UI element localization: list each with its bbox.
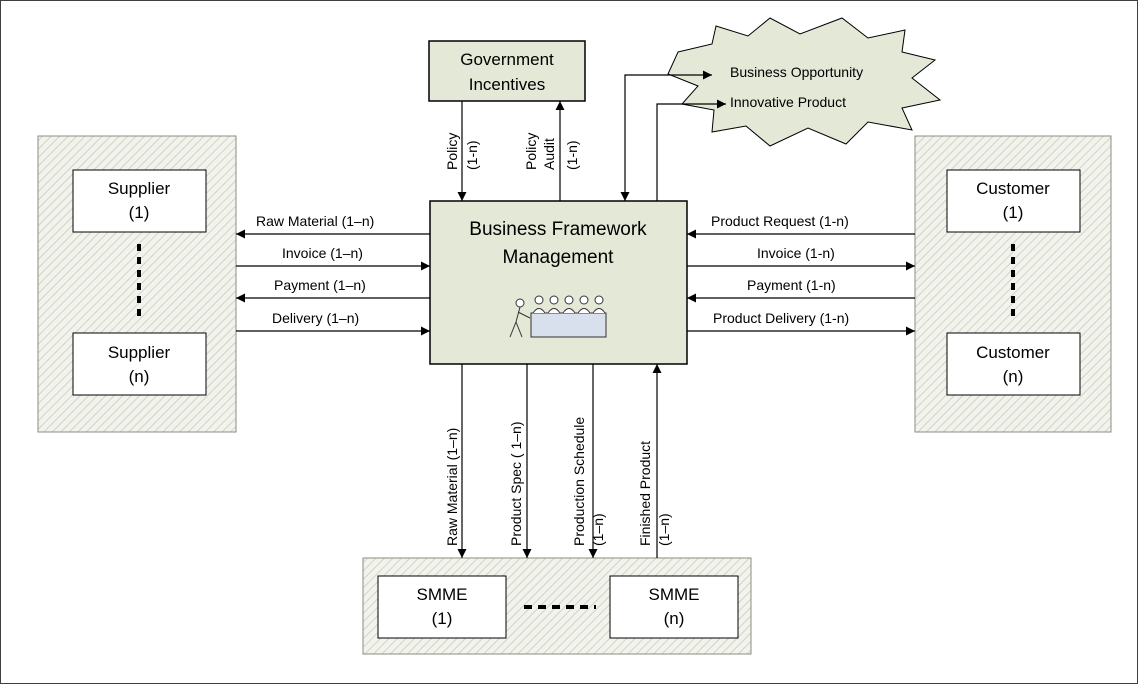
- supplier-n-label: Supplier: [108, 343, 171, 362]
- smme-finished-product-label: Finished Product: [637, 441, 653, 546]
- presenter-figure: [509, 298, 531, 338]
- supplier-raw-material-label: Raw Material (1–n): [256, 213, 374, 229]
- smme-n-index: (n): [664, 609, 685, 628]
- customer-n-label: Customer: [976, 343, 1050, 362]
- policy-cardinality-label: (1-n): [464, 140, 480, 170]
- supplier-n-box: Supplier (n): [72, 332, 207, 396]
- supplier-1-index: (1): [129, 203, 150, 222]
- policy-label: Policy: [444, 133, 460, 170]
- customer-n-box: Customer (n): [946, 332, 1081, 396]
- smme-n-label: SMME: [649, 585, 700, 604]
- supplier-1-label: Supplier: [108, 179, 171, 198]
- customer-n-index: (n): [1003, 367, 1024, 386]
- customer-invoice-label: Invoice (1-n): [757, 245, 835, 261]
- customer-product-request-label: Product Request (1-n): [711, 213, 849, 229]
- smme-production-schedule-label: Production Schedule: [571, 417, 587, 546]
- customer-1-index: (1): [1003, 203, 1024, 222]
- customer-product-delivery-label: Product Delivery (1-n): [713, 310, 849, 326]
- innovative-product-arrow: [656, 99, 726, 201]
- business-opportunity-arrow: [620, 70, 712, 201]
- government-incentives-line2: Incentives: [469, 75, 546, 94]
- smme-1-label: SMME: [417, 585, 468, 604]
- policy-audit-label-line1: Policy: [523, 133, 539, 170]
- business-framework-title-line2: Management: [503, 247, 615, 268]
- business-framework-management-box: Business Framework Management: [429, 200, 688, 365]
- smme-product-spec-label: Product Spec ( 1–n): [508, 421, 524, 546]
- smme-raw-material-label: Raw Material (1–n): [444, 428, 460, 546]
- supplier-payment-label: Payment (1–n): [274, 277, 366, 293]
- supplier-invoice-label: Invoice (1–n): [282, 245, 363, 261]
- business-opportunity-cloud: Business Opportunity Innovative Product: [667, 17, 942, 147]
- smme-production-schedule-cardinality: (1–n): [590, 513, 606, 546]
- government-incentives-line1: Government: [460, 50, 554, 69]
- team-meeting-icon: [509, 295, 607, 338]
- supplier-delivery-label: Delivery (1–n): [272, 310, 359, 326]
- customer-1-box: Customer (1): [946, 169, 1081, 233]
- innovative-product-label: Innovative Product: [730, 94, 846, 110]
- business-opportunity-label: Business Opportunity: [730, 64, 863, 80]
- customer-1-label: Customer: [976, 179, 1050, 198]
- smme-finished-product-cardinality: (1–n): [656, 513, 672, 546]
- supplier-1-box: Supplier (1): [72, 169, 207, 233]
- smme-1-index: (1): [432, 609, 453, 628]
- policy-audit-cardinality-label: (1-n): [564, 140, 580, 170]
- smme-n-box: SMME (n): [609, 575, 739, 639]
- smme-1-box: SMME (1): [377, 575, 507, 639]
- policy-audit-label-line2: Audit: [541, 138, 557, 170]
- business-framework-title-line1: Business Framework: [469, 219, 647, 240]
- supplier-n-index: (n): [129, 367, 150, 386]
- government-incentives-box: Government Incentives: [428, 40, 586, 102]
- customer-payment-label: Payment (1-n): [747, 277, 836, 293]
